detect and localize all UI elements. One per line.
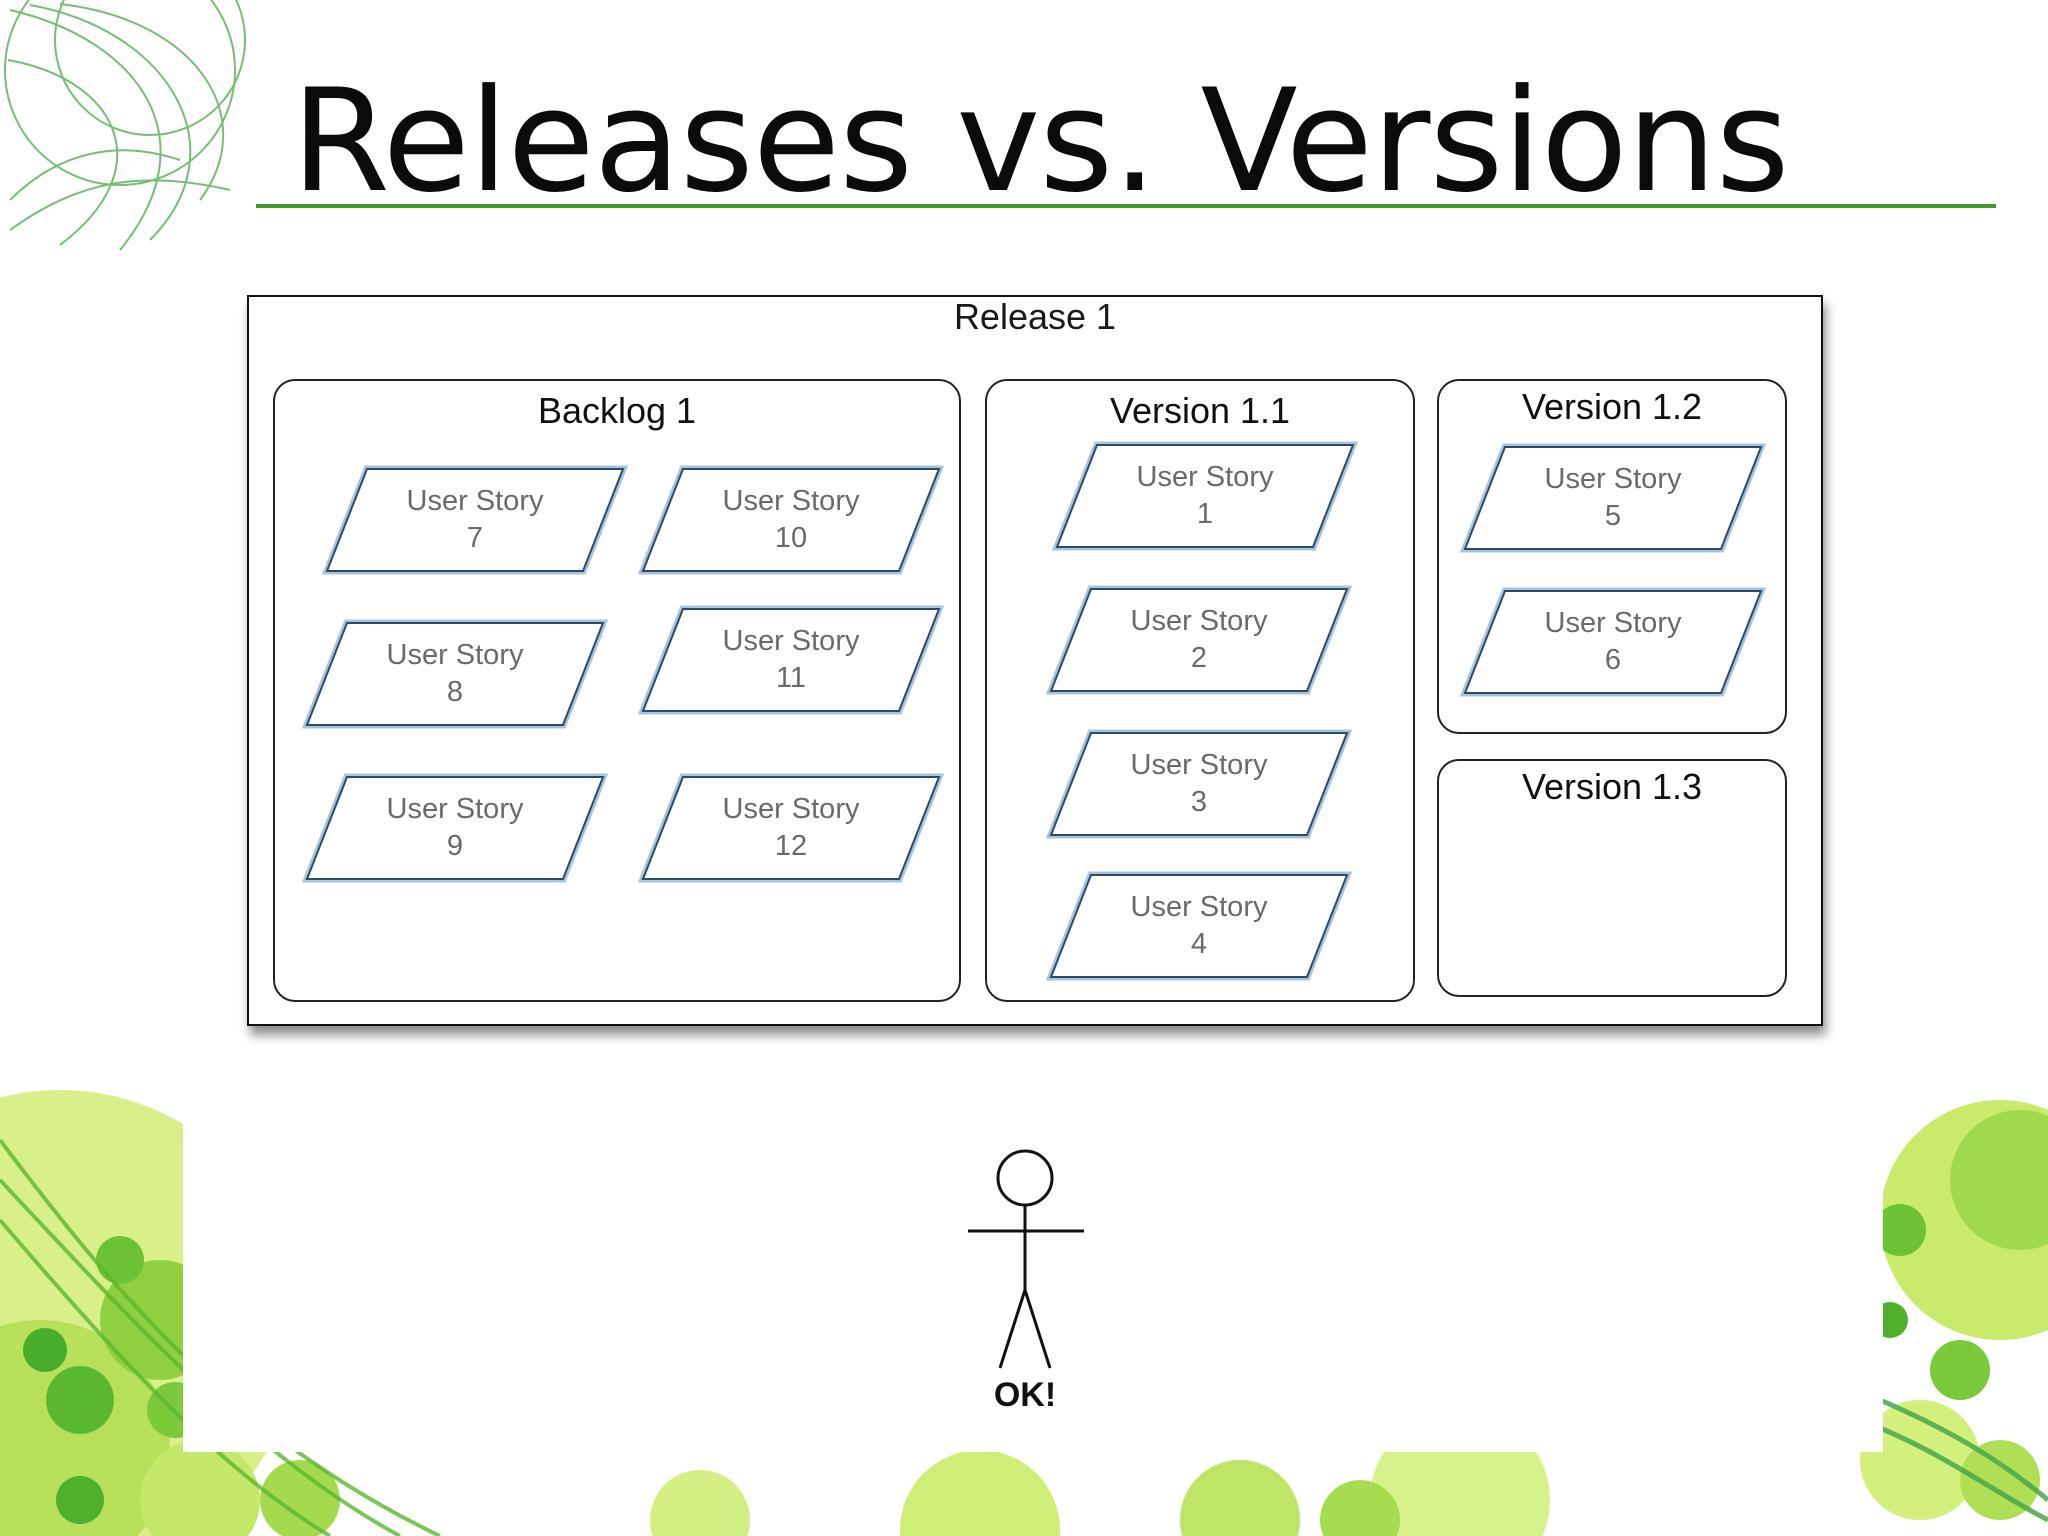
- parallelogram-shape: [637, 773, 945, 883]
- version-1-1-group: Version 1.1 User Story 1 User Story 2 User…: [985, 379, 1415, 1002]
- story-number: 12: [774, 830, 808, 862]
- user-story-card: User Story 6: [1453, 585, 1773, 699]
- story-number: 11: [775, 662, 807, 694]
- parallelogram-shape: [637, 605, 945, 715]
- story-number: 3: [1190, 786, 1208, 818]
- story-number: 5: [1604, 500, 1622, 532]
- backlog-group: Backlog 1 User Story 7 User Story 10 User …: [273, 379, 961, 1002]
- swoosh-decoration-right: [1859, 1397, 2048, 1523]
- story-label: User Story: [386, 639, 524, 671]
- story-number: 6: [1604, 644, 1622, 676]
- parallelogram-shape: [1051, 441, 1359, 551]
- story-number: 1: [1196, 498, 1214, 530]
- story-label: User Story: [1544, 463, 1682, 495]
- actor-caption: OK!: [993, 1376, 1057, 1414]
- parallelogram-shape: [1045, 729, 1353, 839]
- user-story-card: User Story 7: [315, 463, 635, 577]
- release-frame: Release 1 Backlog 1 User Story 7 User Sto…: [247, 295, 1823, 1026]
- story-label: User Story: [406, 485, 544, 517]
- parallelogram-shape: [1045, 585, 1353, 695]
- user-story-card: User Story 10: [631, 463, 951, 577]
- group-title-version-1-2: Version 1.2: [1521, 386, 1703, 427]
- user-story-card: User Story 3: [1039, 727, 1359, 841]
- parallelogram-shape: [301, 619, 609, 729]
- story-label: User Story: [722, 485, 860, 517]
- release-label: Release 1: [953, 296, 1117, 337]
- story-number: 7: [466, 522, 484, 554]
- group-title-version-1-1: Version 1.1: [1109, 390, 1291, 431]
- group-title-version-1-3: Version 1.3: [1521, 766, 1703, 807]
- story-label: User Story: [1130, 891, 1268, 923]
- parallelogram-shape: [301, 773, 609, 883]
- parallelogram-shape: [1045, 871, 1353, 981]
- parallelogram-shape: [1459, 587, 1767, 697]
- story-number: 9: [446, 830, 464, 862]
- user-story-card: User Story 4: [1039, 869, 1359, 983]
- parallelogram-shape: [321, 465, 629, 575]
- story-label: User Story: [722, 793, 860, 825]
- parallelogram-shape: [1459, 443, 1767, 553]
- version-1-2-group: Version 1.2 User Story 5 User Story 6: [1437, 379, 1787, 734]
- story-label: User Story: [1130, 749, 1268, 781]
- story-number: 10: [774, 522, 808, 554]
- user-story-card: User Story 5: [1453, 441, 1773, 555]
- user-story-card: User Story 9: [295, 771, 615, 885]
- story-number: 2: [1190, 642, 1208, 674]
- story-label: User Story: [1544, 607, 1682, 639]
- parallelogram-shape: [637, 465, 945, 575]
- story-label: User Story: [386, 793, 524, 825]
- user-story-card: User Story 8: [295, 617, 615, 731]
- story-number: 4: [1190, 928, 1208, 960]
- story-label: User Story: [1136, 461, 1274, 493]
- bubble-decoration-right: [1860, 1100, 2048, 1520]
- user-story-card: User Story 2: [1039, 583, 1359, 697]
- title-underline: [256, 204, 1996, 208]
- user-story-card: User Story 1: [1045, 439, 1365, 553]
- story-number: 8: [446, 676, 464, 708]
- user-story-card: User Story 11: [631, 603, 951, 717]
- stick-figure-icon: [968, 1149, 1084, 1369]
- story-label: User Story: [1130, 605, 1268, 637]
- version-1-3-group: Version 1.3: [1437, 759, 1787, 997]
- group-title-backlog: Backlog 1: [537, 390, 697, 431]
- user-story-card: User Story 12: [631, 771, 951, 885]
- story-label: User Story: [722, 625, 860, 657]
- corner-swirl-decoration: [4, 0, 246, 251]
- slide-title: Releases vs. Versions: [291, 59, 1789, 224]
